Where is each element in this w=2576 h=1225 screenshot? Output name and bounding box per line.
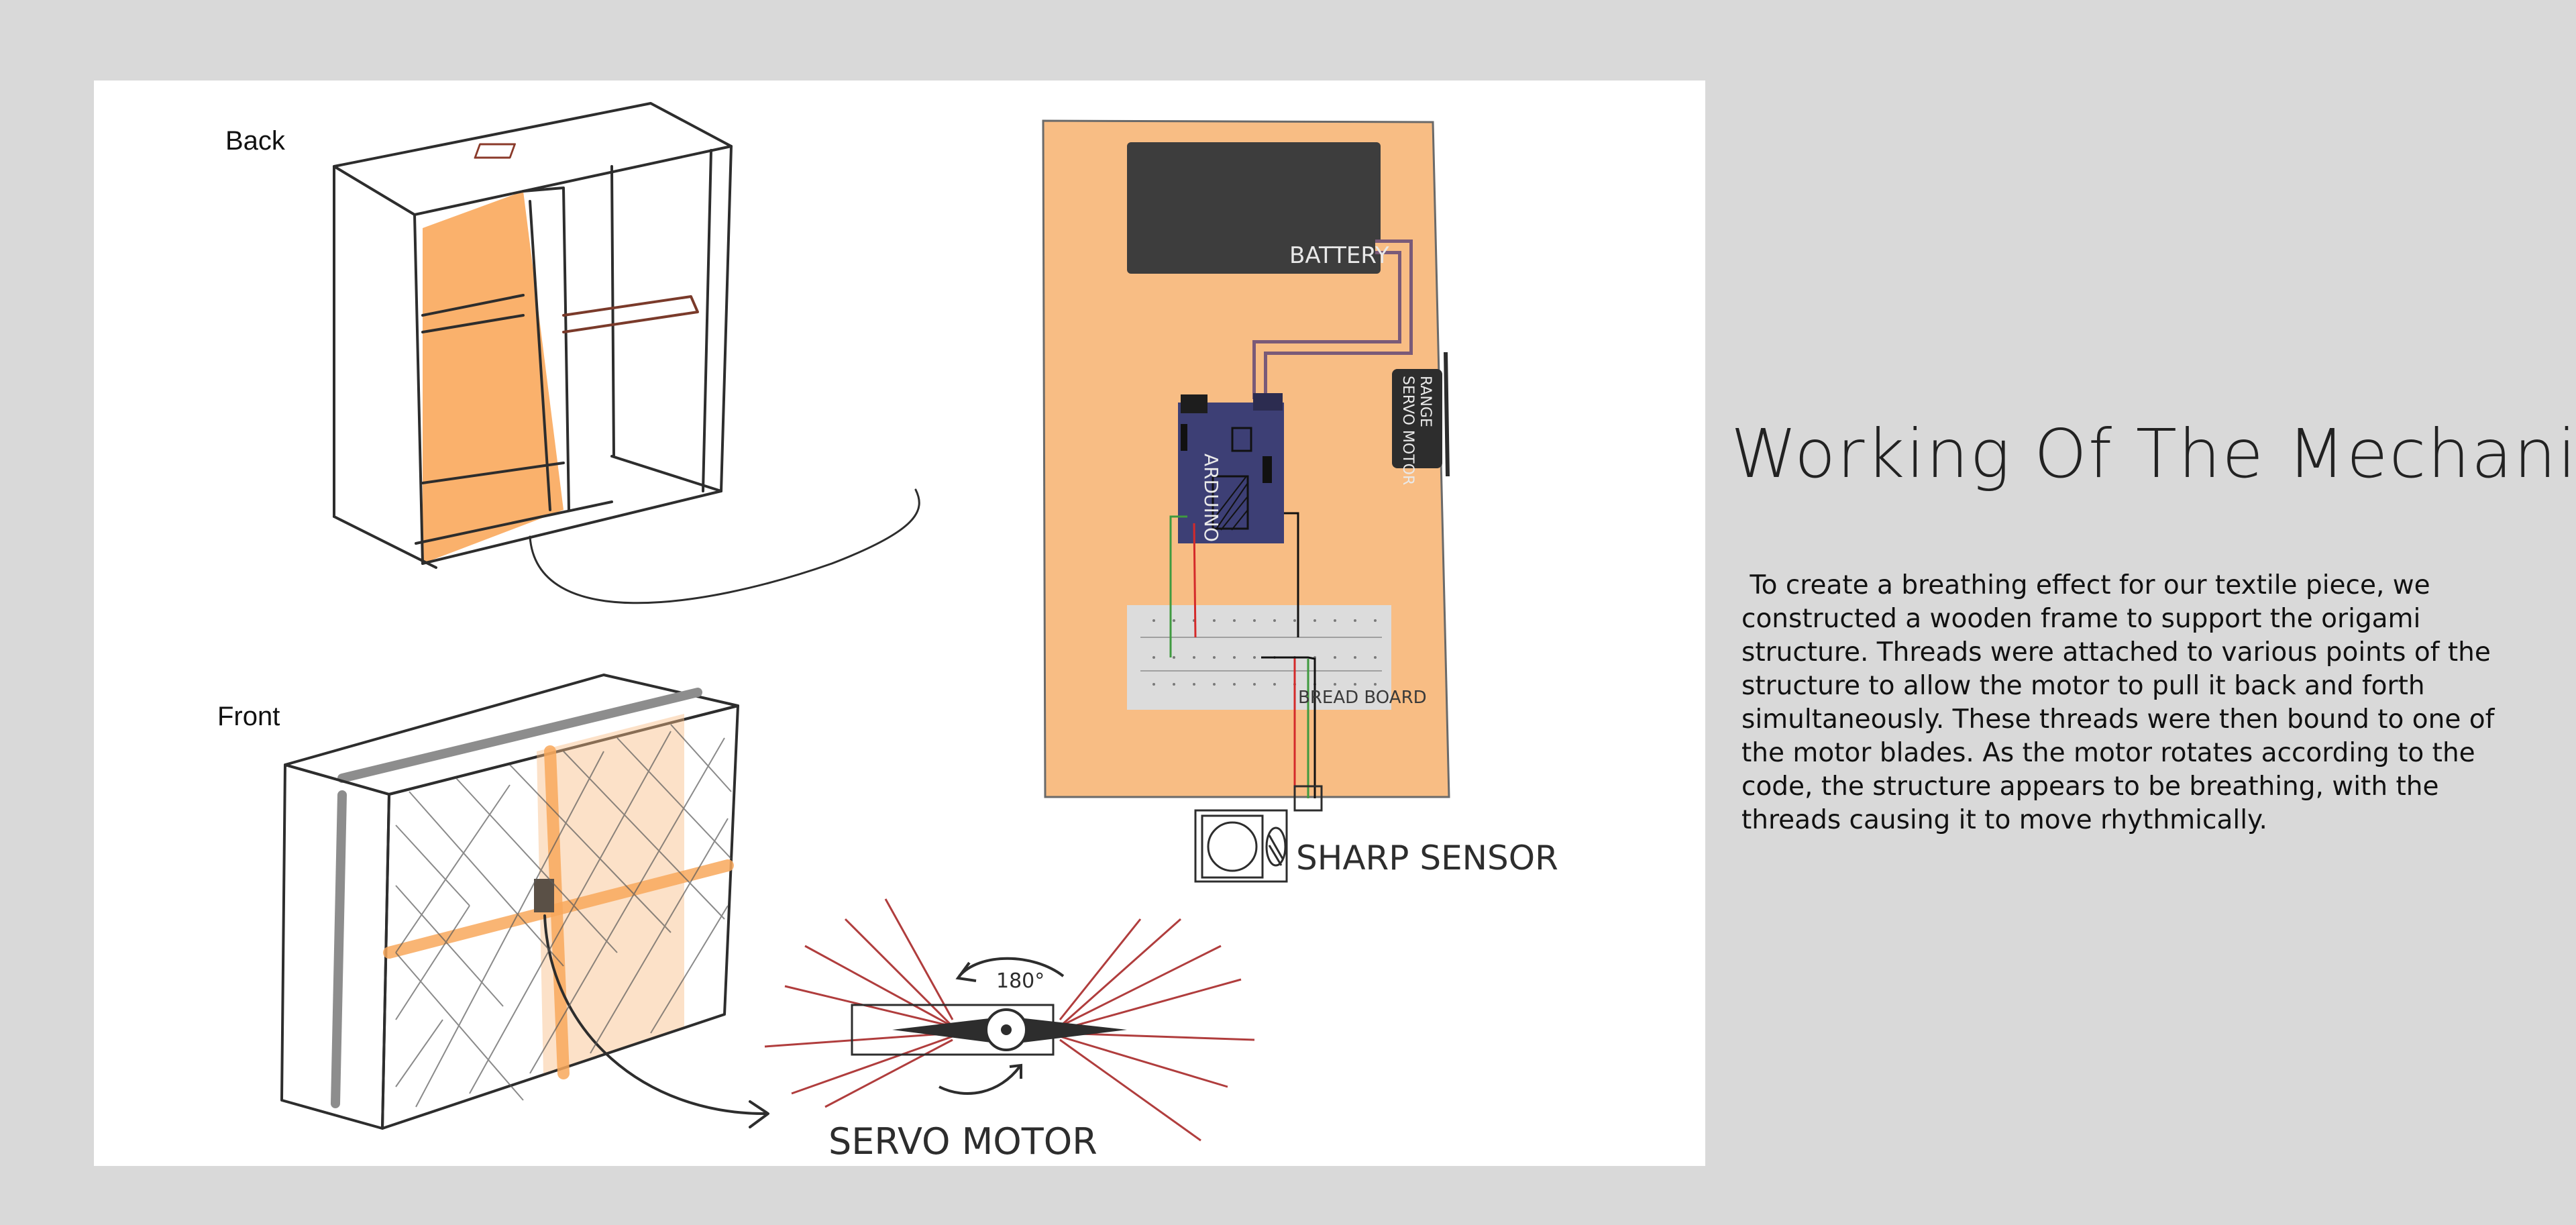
page-title: Working Of The Mechanism	[1731, 415, 2576, 493]
sketch-panel: 180° SERVO MOTOR	[94, 81, 1705, 1166]
servo-motor-sketch	[764, 898, 1255, 1142]
bread-board-label: BREAD BOARD	[1298, 688, 1427, 708]
range-label: RANGE	[1417, 376, 1434, 427]
back-frame-sketch	[333, 102, 920, 604]
rotation-label: 180°	[996, 969, 1044, 993]
battery-block	[1127, 142, 1381, 274]
circuit-board-sketch	[1042, 119, 1450, 883]
back-view-label: Back	[225, 126, 285, 156]
arduino-label: ARDUINO	[1200, 454, 1222, 542]
mechanism-sketch: 180° SERVO MOTOR	[280, 102, 1558, 1163]
sharp-sensor-sketch	[1194, 785, 1323, 883]
front-frame-sketch	[280, 674, 769, 1130]
battery-label: BATTERY	[1289, 242, 1389, 269]
servo-motor-tab-label: SERVO MOTOR	[1399, 376, 1416, 485]
servo-motor-label: SERVO MOTOR	[828, 1120, 1097, 1163]
front-view-label: Front	[217, 702, 280, 731]
origami-lattice	[395, 724, 732, 1108]
range-servo-motor-block	[1392, 369, 1442, 468]
sharp-sensor-label: SHARP SENSOR	[1296, 839, 1558, 877]
description-text: To create a breathing effect for our tex…	[1741, 570, 2495, 835]
